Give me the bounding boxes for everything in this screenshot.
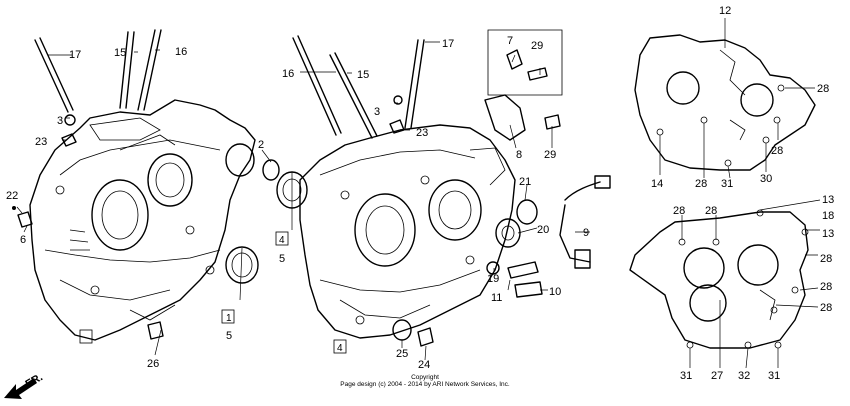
callout-8: 8 [516, 149, 522, 161]
callout-31-lower-right: 31 [768, 370, 780, 382]
callout-13-b: 13 [822, 228, 834, 240]
callout-28-f: 28 [820, 253, 832, 265]
center-crankcase [299, 124, 516, 339]
callout-32: 32 [738, 370, 750, 382]
callout-28-g: 28 [820, 281, 832, 293]
callout-23-center: 23 [416, 127, 428, 139]
callout-16-left: 16 [175, 46, 187, 58]
callout-4-box-lower: 4 [337, 343, 343, 354]
gasket-lower [629, 209, 809, 349]
callout-13-a: 13 [822, 194, 834, 206]
callout-3-left: 3 [57, 115, 63, 127]
callout-31-lower-left: 31 [680, 370, 692, 382]
callout-3-center: 3 [374, 106, 380, 118]
callout-17-left: 17 [69, 49, 81, 61]
copyright-line-1: Copyright [411, 374, 439, 381]
copyright-notice: Copyright Page design (c) 2004 - 2014 by… [340, 374, 510, 388]
callout-28-d: 28 [673, 205, 685, 217]
callout-21: 21 [519, 176, 531, 188]
front-arrow [4, 378, 37, 399]
gasket-upper [634, 34, 816, 171]
leader-lines [16, 18, 821, 369]
callout-28-b: 28 [771, 145, 783, 157]
callout-28-h: 28 [820, 302, 832, 314]
callout-20: 20 [537, 224, 549, 236]
callout-11: 11 [491, 292, 502, 304]
stud-bolts-center [292, 35, 440, 139]
callout-31-upper: 31 [721, 178, 733, 190]
callout-19: 19 [487, 273, 499, 285]
callout-12: 12 [719, 5, 731, 17]
callout-10: 10 [549, 286, 561, 298]
callout-28-c: 28 [695, 178, 707, 190]
reference-boxes [79, 231, 347, 354]
small-parts-center [389, 29, 611, 347]
callout-30: 30 [760, 173, 772, 185]
callout-9: 9 [583, 227, 589, 239]
callout-1-box: 1 [226, 313, 232, 324]
callout-25: 25 [396, 348, 408, 360]
callout-16-center: 16 [282, 68, 294, 80]
callout-15-center: 15 [357, 69, 369, 81]
callout-5-center: 5 [279, 253, 285, 265]
callout-28-a: 28 [817, 83, 829, 95]
callout-14: 14 [651, 178, 663, 190]
callout-7: 7 [507, 35, 513, 47]
callout-29-upper: 29 [531, 40, 543, 52]
callout-26: 26 [147, 358, 159, 370]
callout-17-center: 17 [442, 38, 454, 50]
callout-22: 22 [6, 190, 18, 202]
callout-6: 6 [20, 234, 26, 246]
callout-18: 18 [822, 210, 834, 222]
copyright-line-2: Page design (c) 2004 - 2014 by ARI Netwo… [340, 381, 510, 388]
callout-15-left: 15 [114, 47, 126, 59]
left-crankcase [29, 99, 256, 341]
callout-23-left: 23 [35, 136, 47, 148]
callout-2: 2 [258, 139, 264, 151]
callout-28-e: 28 [705, 205, 717, 217]
callout-4-box: 4 [279, 235, 285, 246]
callout-5-lower: 5 [226, 330, 232, 342]
callout-27: 27 [711, 370, 723, 382]
stud-bolts-left [34, 29, 162, 113]
callout-labels: 17 15 16 3 23 2 22 6 4 5 1 5 26 16 15 17… [6, 5, 834, 382]
callout-24: 24 [418, 359, 430, 371]
front-label: FR. [24, 371, 45, 390]
callout-29-lower: 29 [544, 149, 556, 161]
